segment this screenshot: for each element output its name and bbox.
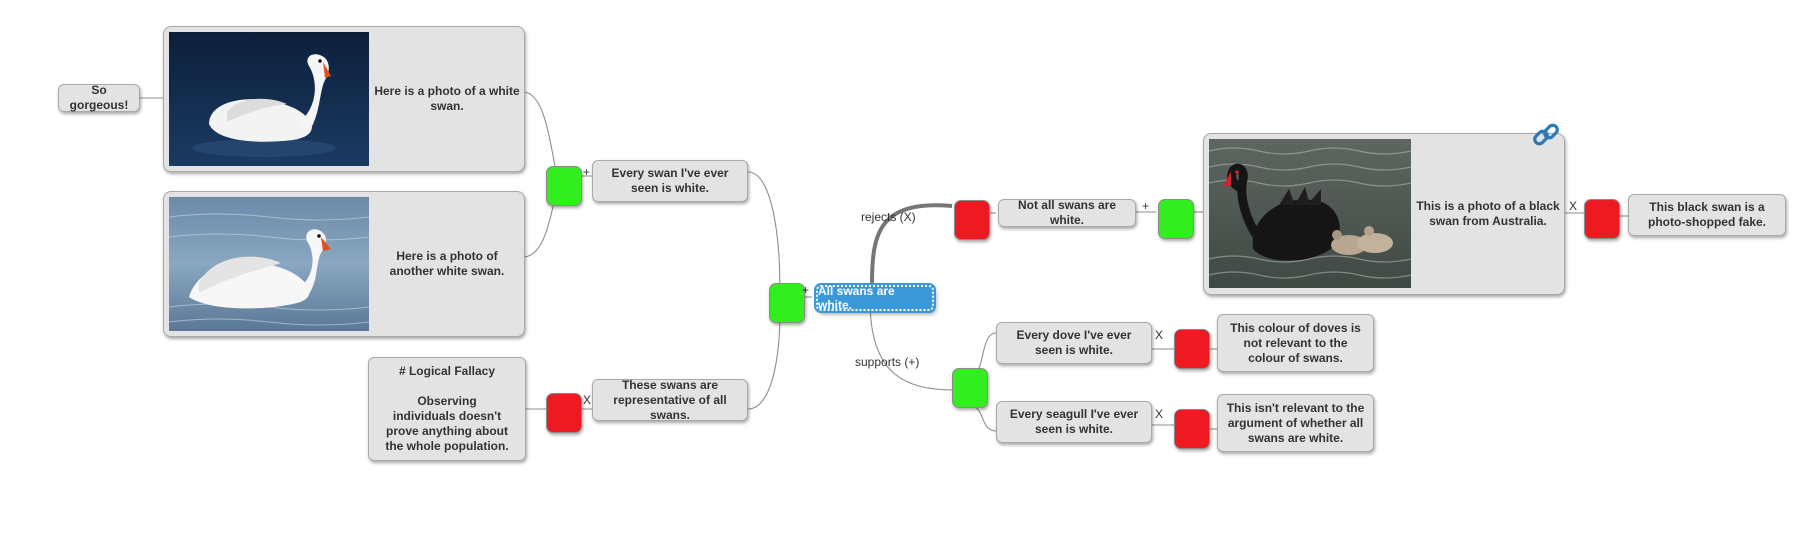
black-swan-photo bbox=[1209, 139, 1411, 288]
another-white-swan-photo bbox=[169, 197, 369, 331]
plus-sign-black-swan: + bbox=[1142, 199, 1150, 213]
logical-fallacy-note[interactable]: # Logical Fallacy Observing individuals … bbox=[368, 357, 526, 461]
rejects-edge-label: rejects (X) bbox=[861, 210, 916, 224]
reject-connector-dove[interactable] bbox=[1174, 329, 1210, 369]
x-sign: X bbox=[583, 393, 592, 407]
x-sign-black-swan: X bbox=[1569, 199, 1578, 213]
x-sign-seagull: X bbox=[1155, 407, 1164, 421]
another-white-swan-caption: Here is a photo of another white swan. bbox=[389, 249, 505, 278]
plus-sign: + bbox=[583, 165, 591, 179]
black-swan-photo-card[interactable]: This is a photo of a black swan from Aus… bbox=[1203, 133, 1565, 295]
reject-connector-fallacy[interactable] bbox=[546, 393, 582, 433]
support-connector-birds[interactable] bbox=[952, 368, 988, 408]
every-dove-white-claim[interactable]: Every dove I've ever seen is white. bbox=[996, 322, 1152, 364]
support-connector-root[interactable] bbox=[769, 283, 805, 323]
not-all-swans-white-claim[interactable]: Not all swans are white. bbox=[998, 198, 1136, 227]
reject-connector-seagull[interactable] bbox=[1174, 409, 1210, 449]
root-claim[interactable]: All swans are white. bbox=[814, 283, 936, 313]
root-plus-sign: + bbox=[802, 283, 810, 297]
photoshopped-fake-claim[interactable]: This black swan is a photo-shopped fake. bbox=[1628, 194, 1786, 236]
x-sign-dove: X bbox=[1155, 328, 1164, 342]
doves-not-relevant-claim[interactable]: This colour of doves is not relevant to … bbox=[1217, 314, 1374, 372]
support-connector-every-swan[interactable] bbox=[546, 166, 582, 206]
white-swan-caption: Here is a photo of a white swan. bbox=[374, 84, 520, 113]
comment-so-gorgeous[interactable]: So gorgeous! bbox=[58, 83, 140, 112]
seagull-not-relevant-claim[interactable]: This isn't relevant to the argument of w… bbox=[1217, 394, 1374, 452]
support-connector-black-swan[interactable] bbox=[1158, 199, 1194, 239]
black-swan-caption: This is a photo of a black swan from Aus… bbox=[1416, 198, 1560, 228]
every-seagull-white-claim[interactable]: Every seagull I've ever seen is white. bbox=[996, 401, 1152, 443]
another-white-swan-photo-card[interactable]: Here is a photo of another white swan. bbox=[163, 191, 525, 337]
reject-connector-root[interactable] bbox=[954, 200, 990, 240]
white-swan-photo bbox=[169, 32, 369, 166]
reject-connector-black-swan[interactable] bbox=[1584, 199, 1620, 239]
white-swan-photo-card[interactable]: Here is a photo of a white swan. bbox=[163, 26, 525, 172]
swans-representative-claim[interactable]: These swans are representative of all sw… bbox=[592, 378, 748, 422]
link-icon[interactable] bbox=[1531, 120, 1561, 150]
every-swan-white-claim[interactable]: Every swan I've ever seen is white. bbox=[592, 160, 748, 202]
supports-edge-label: supports (+) bbox=[855, 355, 920, 369]
